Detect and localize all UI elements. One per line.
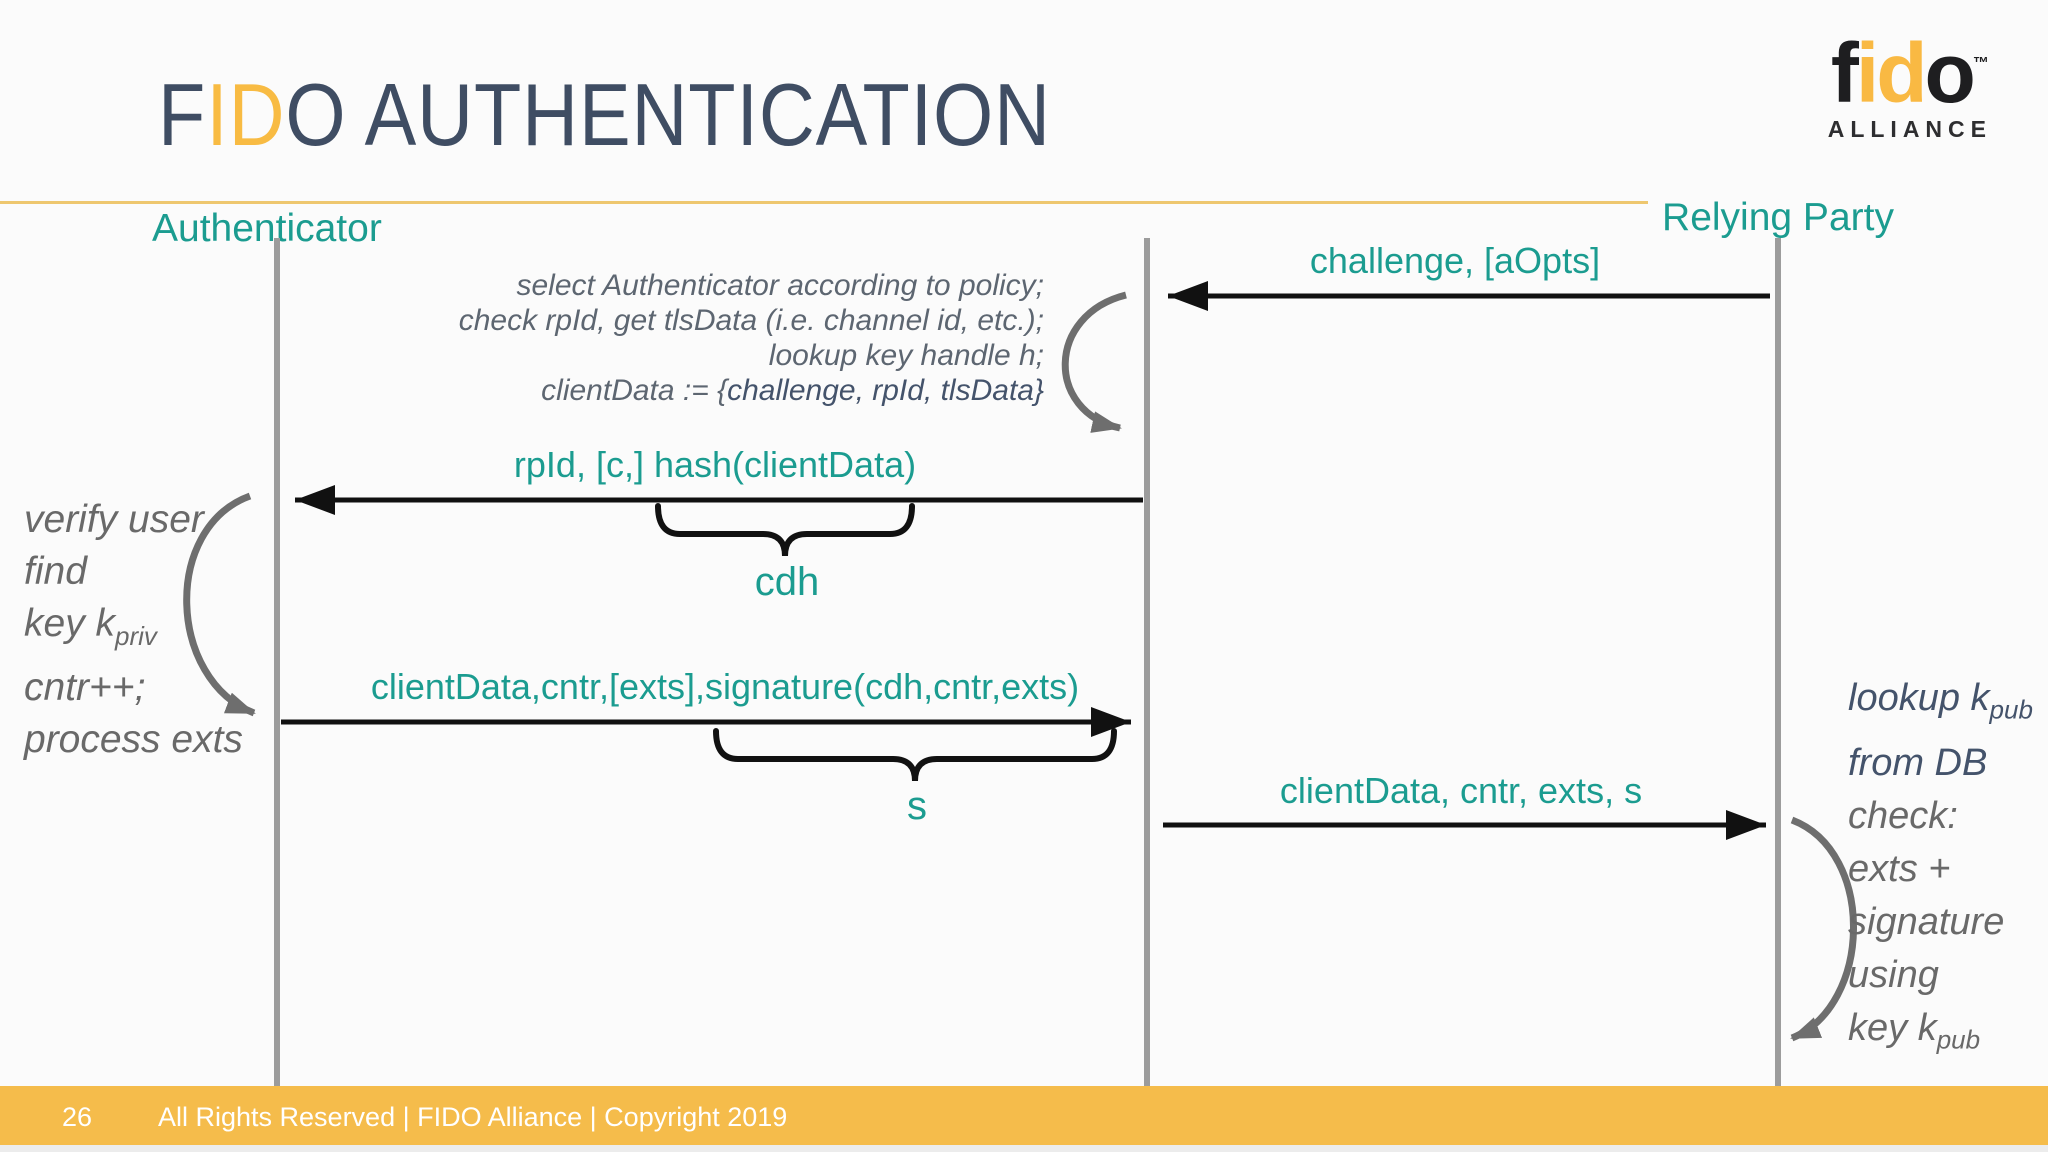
- policy-line-4-prefix: clientData := {: [541, 374, 728, 407]
- lifeline-authenticator: [274, 238, 280, 1086]
- fido-alliance-logo: fido™ ALLIANCE: [1827, 31, 1992, 142]
- rp-note-key: key k: [1848, 1006, 1937, 1049]
- auth-note-line-3: key kpriv: [24, 598, 243, 662]
- note-authenticator: verify user find key kpriv cntr++; proce…: [24, 494, 243, 766]
- loop-relying-party-processing: [1790, 816, 1857, 1042]
- rp-note-line-5: signature: [1848, 900, 2005, 943]
- copyright-text: All Rights Reserved | FIDO Alliance | Co…: [158, 1102, 788, 1132]
- policy-line-2: check rpId, get tlsData (i.e. channel id…: [458, 304, 1044, 337]
- label-cdh: cdh: [754, 560, 820, 604]
- auth-note-key-sub: priv: [115, 620, 157, 651]
- auth-note-line-4: cntr++;: [24, 665, 146, 709]
- footer-bar: [0, 1086, 2048, 1145]
- brace-s: [713, 728, 1117, 782]
- page-number: 26: [62, 1102, 93, 1132]
- rp-note-line-2: from DB: [1848, 741, 1988, 784]
- rp-note-line-1: lookup kpub: [1848, 672, 2033, 737]
- message-forward: clientData, cntr, exts, s: [1279, 770, 1643, 811]
- auth-note-line-1: verify user: [24, 498, 204, 541]
- title-part-1: F: [158, 65, 207, 164]
- lifeline-client: [1144, 238, 1150, 1086]
- rp-note-key-sub: pub: [1936, 1024, 1981, 1055]
- auth-note-line-5: process exts: [24, 717, 243, 761]
- title-part-accent: ID: [206, 65, 286, 164]
- message-assertion: clientData,cntr,[exts],signature(cdh,cnt…: [370, 666, 1080, 707]
- policy-line-3: lookup key handle h;: [768, 339, 1044, 372]
- policy-line-4-emphasis: challenge, rpId, tlsData}: [727, 374, 1044, 407]
- actor-authenticator: Authenticator: [152, 207, 382, 250]
- title-part-3: O AUTHENTICATION: [285, 65, 1051, 164]
- note-client-policy: select Authenticator according to policy…: [459, 268, 1044, 408]
- auth-note-key: key k: [24, 602, 116, 645]
- header-divider-line: [0, 201, 1648, 204]
- lifeline-relying-party: [1775, 238, 1781, 1086]
- message-challenge: challenge, [aOpts]: [1309, 240, 1601, 281]
- actor-relying-party: Relying Party: [1662, 196, 1894, 239]
- policy-line-1: select Authenticator according to policy…: [516, 269, 1044, 302]
- note-relying-party: lookup kpub from DB check: exts + signat…: [1848, 672, 2033, 1066]
- logo-o: o: [1924, 26, 1976, 120]
- auth-note-line-2: find: [24, 550, 87, 593]
- trademark-symbol: ™: [1972, 55, 1989, 72]
- rp-note-line-3: check:: [1848, 794, 1958, 837]
- policy-line-4: clientData := {challenge, rpId, tlsData}: [459, 373, 1044, 408]
- loop-client-processing: [1061, 291, 1127, 433]
- brace-cdh: [655, 503, 915, 557]
- rp-note-line-4: exts +: [1848, 847, 1951, 890]
- slide-title: FIDO AUTHENTICATION: [158, 64, 1051, 166]
- logo-f: f: [1830, 26, 1859, 120]
- rp-note-lookup: lookup k: [1848, 677, 1990, 719]
- rp-note-line-6: using: [1848, 953, 1939, 996]
- logo-id: id: [1855, 26, 1928, 120]
- logo-wordmark: fido™: [1828, 31, 1992, 115]
- label-s: s: [907, 784, 927, 828]
- logo-alliance-text: ALLIANCE: [1827, 115, 1992, 142]
- footer-bottom-strip: [0, 1145, 2048, 1152]
- rp-note-lookup-sub: pub: [1989, 694, 2033, 725]
- message-rpid-hash: rpId, [c,] hash(clientData): [513, 444, 917, 485]
- rp-note-line-7: key kpub: [1848, 1002, 2033, 1067]
